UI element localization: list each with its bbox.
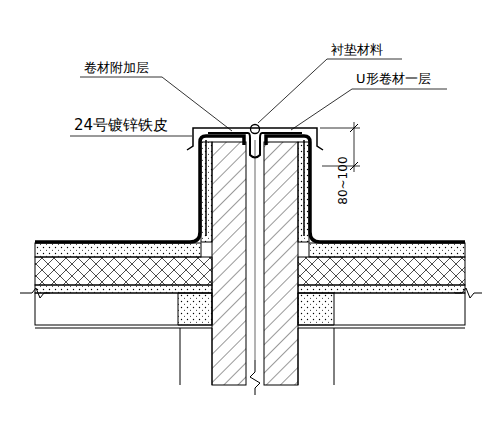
- callout-label: 24号镀锌铁皮: [74, 117, 168, 134]
- callout-label: 衬垫材料: [331, 43, 383, 57]
- dimension-text: 80~100: [336, 157, 349, 205]
- callout-label: U形卷材一层: [356, 72, 431, 86]
- callout-label: 卷材附加层: [84, 61, 149, 75]
